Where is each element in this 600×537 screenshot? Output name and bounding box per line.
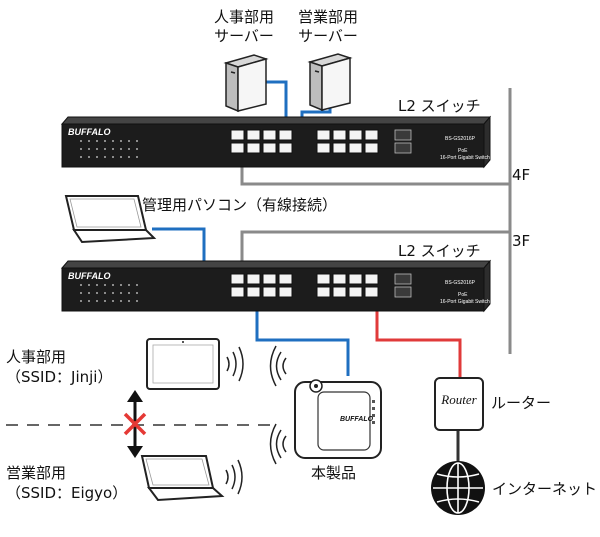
sales-dept-label-2: （SSID：Eigyo） [6, 484, 127, 502]
hr-server: 人事部用 サーバー [214, 8, 274, 113]
hr-dept-label-1: 人事部用 [6, 348, 66, 366]
sales-server: 営業部用 サーバー [298, 8, 358, 112]
switch-top-label: L2 スイッチ [398, 97, 481, 115]
sfp-ports [394, 273, 412, 298]
floor-3f-label: 3F [512, 232, 530, 250]
l2-switch-top: BUFFALO BS-GS2016P [60, 115, 492, 169]
switch-bottom-subtitle: 16-Port Gigabit Switch [440, 299, 490, 305]
sales-laptop: 営業部用 （SSID：Eigyo） [6, 455, 243, 502]
hr-tablet: 人事部用 （SSID：Jinji） [6, 338, 244, 390]
server-icon [223, 54, 269, 113]
internet: インターネット [431, 461, 597, 515]
status-leds [80, 284, 138, 302]
ap-leds [372, 400, 375, 424]
hr-server-label-1: 人事部用 [214, 8, 274, 26]
ethernet-ports [230, 273, 379, 298]
router-device-label: Router [440, 392, 477, 407]
hr-server-label-2: サーバー [214, 27, 274, 45]
router-label: ルーター [491, 394, 551, 412]
sales-server-label-2: サーバー [298, 27, 358, 45]
cable-ap [255, 300, 350, 376]
switch-top-poe: PoE [458, 148, 468, 154]
hr-dept-label-2: （SSID：Jinji） [6, 368, 112, 386]
switch-top-subtitle: 16-Port Gigabit Switch [440, 155, 490, 161]
server-icon [307, 53, 353, 112]
wifi-waves-icon [269, 345, 287, 465]
laptop-icon [64, 195, 157, 244]
switch-bottom-model: BS-GS2016P [445, 280, 476, 286]
floor-4f-label: 4F [512, 166, 530, 184]
blocked-arrow-icon [123, 390, 147, 458]
status-leds [80, 140, 138, 158]
switch-bottom-brand: BUFFALO [68, 271, 111, 281]
switch-top-brand: BUFFALO [68, 127, 111, 137]
cable-router [375, 302, 462, 378]
globe-icon [431, 461, 485, 515]
l2-switch-bottom: BUFFALO BS-GS2016P [60, 259, 492, 313]
admin-pc-label: 管理用パソコン（有線接続） [142, 196, 337, 214]
switch-top-model: BS-GS2016P [445, 136, 476, 142]
access-point: BUFFALO 本製品 [269, 345, 382, 482]
sfp-ports [394, 129, 412, 154]
admin-laptop: 管理用パソコン（有線接続） [64, 195, 337, 244]
sales-server-label-1: 営業部用 [298, 8, 358, 26]
laptop-icon [140, 455, 225, 502]
product-label: 本製品 [311, 464, 356, 482]
tablet-icon [146, 338, 220, 390]
internet-label: インターネット [492, 480, 597, 498]
switch-bottom-label: L2 スイッチ [398, 242, 481, 260]
wifi-waves-icon [225, 459, 243, 495]
switch-bottom-poe: PoE [458, 292, 468, 298]
ethernet-ports [230, 129, 379, 154]
router: Router ルーター [434, 377, 551, 431]
wifi-waves-icon [226, 346, 244, 382]
ap-brand: BUFFALO [340, 416, 374, 423]
sales-dept-label-1: 営業部用 [6, 464, 66, 482]
